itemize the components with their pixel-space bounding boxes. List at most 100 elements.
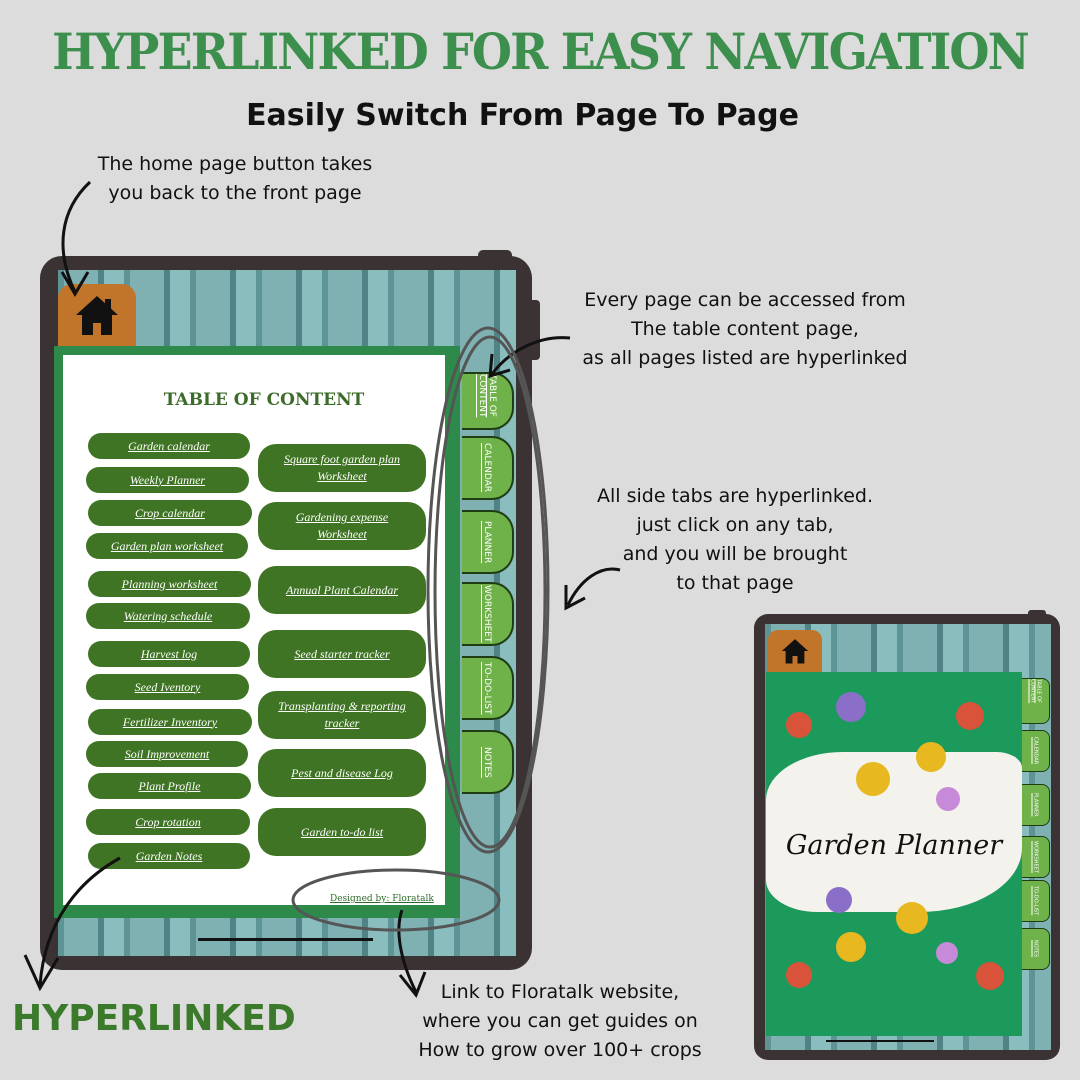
- note-line: where you can get guides on: [422, 1010, 698, 1032]
- toc-link-label: Pest and disease Log: [291, 765, 393, 780]
- toc-link-label: Fertilizer Inventory: [122, 714, 218, 729]
- note-line: and you will be brought: [622, 543, 848, 565]
- arrow-hyperlinked: [23, 856, 121, 992]
- hyperlinked-label: HYPERLINKED: [12, 998, 296, 1039]
- toc-link-label: Garden plan worksheet: [110, 538, 224, 553]
- cover-side-tab-label: NOTES: [1032, 940, 1039, 958]
- toc-link[interactable]: Garden Notes: [88, 843, 250, 869]
- toc-link-label: Plant Profile: [138, 778, 201, 793]
- side-tab[interactable]: PLANNER: [462, 510, 514, 574]
- side-tab[interactable]: CALENDAR: [462, 436, 514, 500]
- toc-link[interactable]: Fertilizer Inventory: [88, 709, 252, 735]
- toc-link-label: Gardening expense Worksheet: [295, 510, 389, 541]
- side-tab-label: WORKSHEET: [482, 585, 492, 643]
- toc-link-label: Crop rotation: [135, 814, 201, 829]
- toc-link[interactable]: Gardening expense Worksheet: [258, 502, 426, 550]
- side-tab-label: CALENDAR: [482, 443, 492, 493]
- toc-link-label: Crop calendar: [135, 505, 205, 520]
- credit-highlight-circle: [291, 868, 501, 932]
- toc-link-label: Garden calendar: [128, 438, 210, 453]
- toc-link[interactable]: Plant Profile: [88, 773, 251, 799]
- cover-side-tab-label: TO-DO-LIST: [1032, 886, 1039, 916]
- toc-link[interactable]: Planning worksheet: [88, 571, 251, 597]
- note-line: Link to Floratalk website,: [440, 981, 680, 1003]
- toc-link[interactable]: Harvest log: [88, 641, 250, 667]
- cover-side-tab-label: TABLE OF CONTENT: [1029, 679, 1042, 704]
- home-button-note: The home page button takes you back to th…: [70, 150, 400, 208]
- cover-side-tab-label: PLANNER: [1032, 793, 1039, 817]
- cover-side-tab[interactable]: WORKSHEET: [1022, 836, 1050, 878]
- home-icon: [781, 639, 809, 664]
- toc-link-label: Planning worksheet: [121, 576, 218, 591]
- note-line: as all pages listed are hyperlinked: [582, 347, 908, 369]
- note-line: you back to the front page: [108, 182, 362, 204]
- side-tab-label: TABLE OF CONTENT: [477, 374, 497, 418]
- note-line: just click on any tab,: [636, 514, 834, 536]
- arrow-toc: [488, 336, 571, 379]
- home-button[interactable]: [58, 284, 136, 346]
- page-title: HYPERLINKED FOR EASY NAVIGATION: [52, 22, 1030, 81]
- toc-link-label: Harvest log: [140, 646, 198, 661]
- side-tab-label: TO-DO-LIST: [482, 661, 492, 715]
- tabs-highlight-circle: [426, 326, 550, 854]
- side-tab-label: PLANNER: [482, 520, 492, 564]
- toc-title: TABLE OF CONTENT: [163, 390, 365, 410]
- toc-link[interactable]: Garden to-do list: [258, 808, 426, 856]
- toc-link[interactable]: Weekly Planner: [86, 467, 249, 493]
- cover-page: Garden Planner: [766, 672, 1022, 1036]
- toc-link[interactable]: Crop calendar: [88, 500, 252, 526]
- toc-link-label: Watering schedule: [123, 608, 213, 623]
- note-line: The table content page,: [631, 318, 859, 340]
- toc-link-label: Garden Notes: [135, 848, 203, 863]
- arrow-tabs: [564, 567, 621, 611]
- cover-home-button[interactable]: [768, 630, 822, 672]
- note-line: Every page can be accessed from: [584, 289, 906, 311]
- toc-link[interactable]: Annual Plant Calendar: [258, 566, 426, 614]
- toc-link-label: Seed starter tracker: [294, 646, 390, 661]
- toc-link[interactable]: Seed starter tracker: [258, 630, 426, 678]
- cover-side-tab[interactable]: CALENDAR: [1022, 730, 1050, 772]
- cover-side-tab-label: CALENDAR: [1032, 737, 1039, 765]
- cover-side-tab[interactable]: NOTES: [1022, 928, 1050, 970]
- cover-white-area: [766, 752, 1022, 912]
- toc-link[interactable]: Square foot garden plan Worksheet: [258, 444, 426, 492]
- toc-link-label: Annual Plant Calendar: [286, 582, 398, 597]
- note-line: How to grow over 100+ crops: [418, 1039, 702, 1061]
- toc-link-label: Soil Improvement: [124, 746, 210, 761]
- toc-link[interactable]: Crop rotation: [86, 809, 250, 835]
- home-indicator: [198, 938, 373, 941]
- arrow-website: [397, 909, 427, 998]
- side-tab[interactable]: WORKSHEET: [462, 582, 514, 646]
- cover-side-tab[interactable]: TABLE OF CONTENT: [1022, 678, 1050, 724]
- note-line: All side tabs are hyperlinked.: [597, 485, 873, 507]
- cover-home-indicator: [826, 1040, 934, 1042]
- toc-link[interactable]: Watering schedule: [86, 603, 250, 629]
- cover-side-tab-label: WORKSHEET: [1032, 841, 1039, 873]
- side-tab[interactable]: NOTES: [462, 730, 514, 794]
- note-line: to that page: [676, 572, 794, 594]
- toc-link[interactable]: Transplanting & reporting tracker: [258, 691, 426, 739]
- website-note: Link to Floratalk website, where you can …: [400, 978, 720, 1065]
- cover-tablet-button: [1028, 610, 1046, 618]
- toc-link[interactable]: Pest and disease Log: [258, 749, 426, 797]
- arrow-home: [60, 180, 92, 297]
- toc-link[interactable]: Soil Improvement: [86, 741, 248, 767]
- toc-link[interactable]: Seed Iventory: [86, 674, 249, 700]
- home-icon: [76, 296, 118, 335]
- page-subtitle: Easily Switch From Page To Page: [246, 98, 799, 133]
- toc-link[interactable]: Garden plan worksheet: [86, 533, 248, 559]
- floratalk-link[interactable]: Designed by: Floratalk: [330, 894, 434, 904]
- toc-link[interactable]: Garden calendar: [88, 433, 250, 459]
- side-tab[interactable]: TABLE OF CONTENT: [462, 372, 514, 430]
- side-tab[interactable]: TO-DO-LIST: [462, 656, 514, 720]
- toc-link-label: Weekly Planner: [129, 472, 206, 487]
- cover-side-tab[interactable]: PLANNER: [1022, 784, 1050, 826]
- toc-link-label: Seed Iventory: [134, 679, 201, 694]
- note-line: The home page button takes: [97, 153, 373, 175]
- toc-link-label: Garden to-do list: [300, 824, 384, 839]
- tablet-button: [478, 250, 512, 264]
- toc-link-label: Transplanting & reporting tracker: [278, 699, 406, 730]
- cover-side-tab[interactable]: TO-DO-LIST: [1022, 880, 1050, 922]
